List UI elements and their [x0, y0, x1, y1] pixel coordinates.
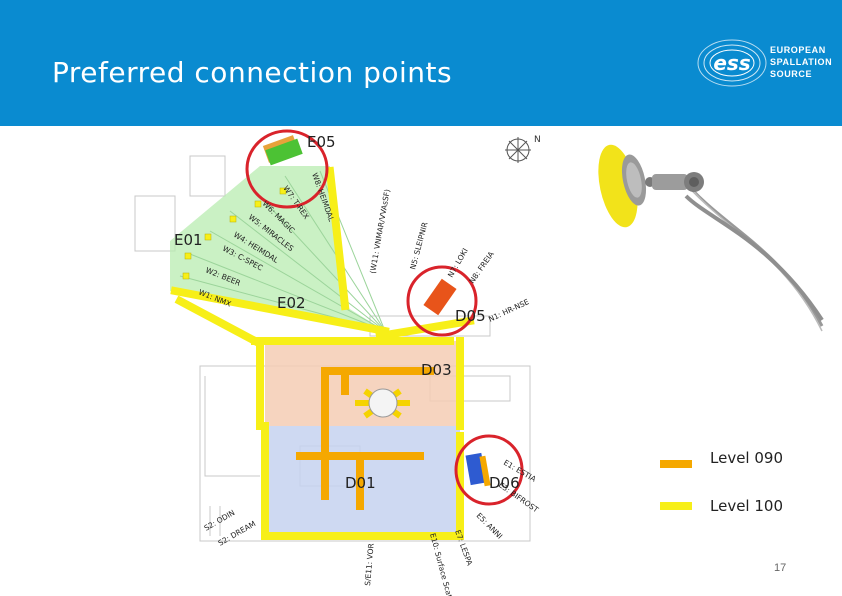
legend-swatch-100 [660, 502, 692, 510]
facility-map: N W1: NMX W2: BEER W3: C-SPEC W4: HEIMDA… [134, 129, 824, 596]
ess-logo-icon: ess [697, 39, 767, 87]
level-100-walls [170, 166, 475, 540]
beamline-e10: E10: Surface Scattering [428, 532, 460, 596]
compass-label: N [534, 135, 541, 145]
beamline-e5: E5: ANNI [475, 511, 505, 541]
beamline-n7: N7: LOKI [446, 247, 470, 279]
logo-mark: ess [713, 51, 750, 75]
point-e02-label: E02 [277, 294, 306, 312]
point-d01-label: D01 [345, 474, 376, 492]
beamline-n5: N5: SLEIPNIR [408, 221, 429, 270]
page-number: 17 [774, 562, 787, 574]
logo-text: EUROPEAN SPALLATION SOURCE [770, 44, 832, 80]
legend-label-090: Level 090 [710, 449, 783, 467]
highlight-e05 [245, 129, 329, 209]
orange-zone [265, 341, 460, 426]
point-d05-label: D05 [455, 307, 486, 325]
beamline-n1: N1: HR-NSE [487, 297, 531, 324]
legend-swatch-090 [660, 460, 692, 468]
beamline-w11: (W11: VNMAR/VVAsSF) [368, 188, 392, 274]
point-e05-label: E05 [307, 133, 336, 151]
highlight-d06 [454, 434, 524, 506]
logo-line-1: EUROPEAN [770, 45, 826, 55]
highlight-circles [245, 129, 524, 506]
point-e01-label: E01 [174, 231, 203, 249]
legend-label-100: Level 100 [710, 497, 783, 515]
level-090-paths [296, 367, 434, 510]
highlight-d05 [406, 265, 478, 337]
point-d03-label: D03 [421, 361, 452, 379]
connector-photo [598, 144, 824, 322]
slide-title: Preferred connection points [52, 56, 453, 89]
logo-line-3: SOURCE [770, 69, 813, 79]
compass-icon [505, 137, 531, 163]
logo-line-2: SPALLATION [770, 57, 833, 67]
beamline-e7: E7: LESPA [453, 529, 475, 568]
beamline-s11: S/E11: VOR [363, 543, 376, 586]
point-d06-label: D06 [489, 474, 520, 492]
beamline-n8: N8: FREIA [467, 249, 496, 285]
beamline-s2-odin: S2: ODIN [203, 508, 237, 533]
slide-header [0, 0, 842, 126]
